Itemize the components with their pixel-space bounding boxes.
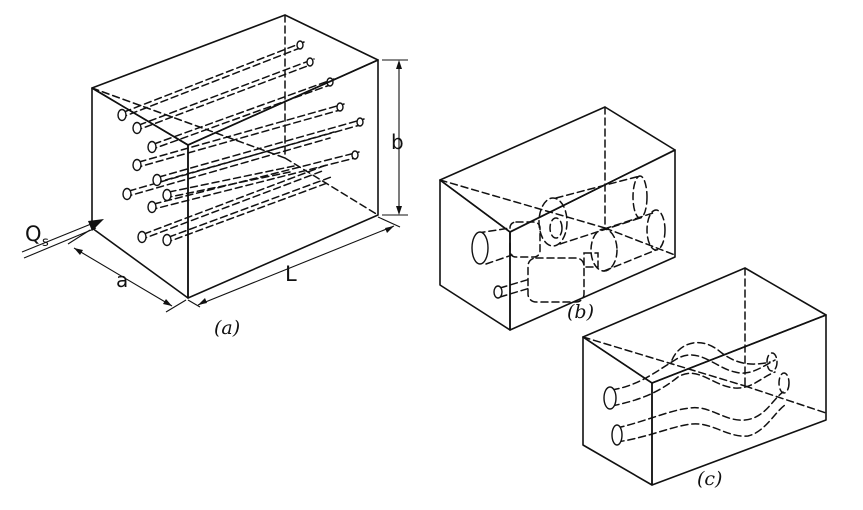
flow-subscript: s xyxy=(42,235,49,250)
block-a: Q s a b L (a) xyxy=(21,14,408,339)
length-label: L xyxy=(285,262,297,286)
caption-b: (b) xyxy=(567,301,594,323)
cylinders-a xyxy=(117,40,365,247)
caption-c: (c) xyxy=(697,468,722,490)
caption-a: (a) xyxy=(214,317,240,339)
width-label: a xyxy=(116,268,128,292)
cylinders-c xyxy=(603,341,790,446)
height-label: b xyxy=(391,130,404,154)
block-c: (c) xyxy=(582,267,827,490)
flow-label: Q xyxy=(25,222,42,246)
cylinders-b xyxy=(471,175,666,303)
block-b: (b) xyxy=(439,106,676,331)
